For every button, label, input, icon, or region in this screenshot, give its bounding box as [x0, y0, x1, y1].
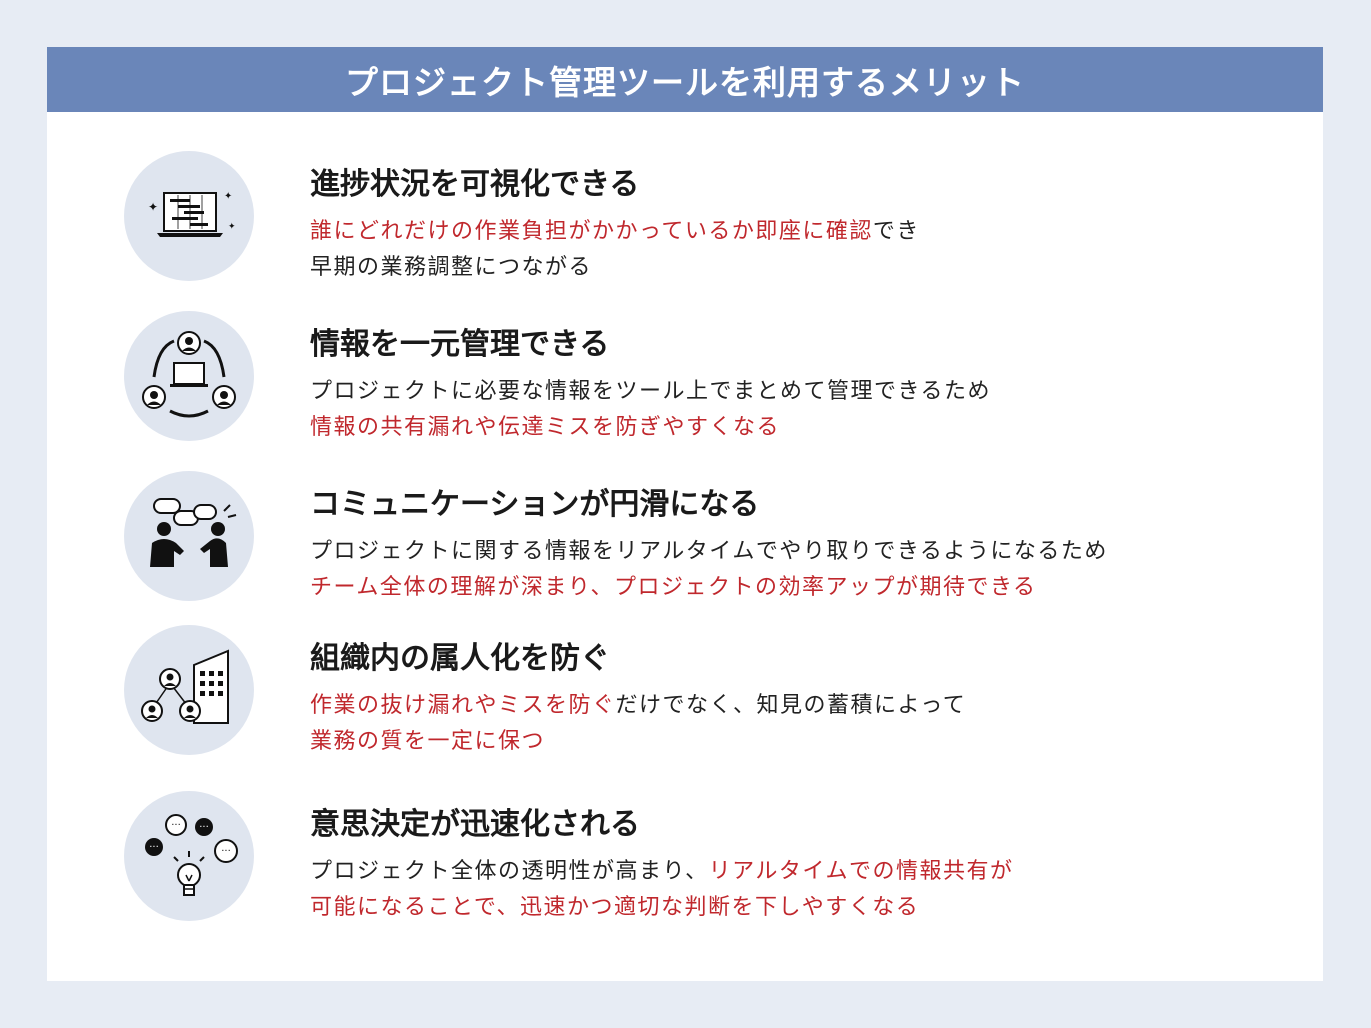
svg-text:✦: ✦ — [224, 191, 232, 202]
body-text: 早期の業務調整につながる — [310, 255, 593, 280]
benefit-item-prevent-siloing: 組織内の属人化を防ぐ 作業の抜け漏れやミスを防ぐだけでなく、知見の蓄積によって … — [47, 625, 1323, 765]
icon-circle — [124, 471, 254, 601]
benefit-description-line: 可能になることで、迅速かつ適切な判断を下しやすくなる — [310, 889, 919, 921]
svg-text:···: ··· — [221, 846, 231, 857]
organization-network-icon — [141, 649, 229, 724]
icon-circle — [124, 311, 254, 441]
idea-lightbulb-icon: ··· ··· ··· ··· — [145, 814, 238, 896]
page-title: プロジェクト管理ツールを利用するメリット — [47, 47, 1323, 112]
benefit-description-line: 業務の質を一定に保つ — [310, 723, 545, 755]
body-text: プロジェクト全体の透明性が高まり、 — [310, 859, 709, 884]
body-text: プロジェクトに関する情報をリアルタイムでやり取りできるようになるため — [310, 539, 1108, 564]
highlight-text: リアルタイムでの情報共有が — [708, 859, 1014, 884]
svg-text:✦: ✦ — [228, 222, 236, 232]
body-text: だけでなく、知見の蓄積によって — [615, 693, 967, 718]
benefit-item-smooth-communication: コミュニケーションが円滑になる プロジェクトに関する情報をリアルタイムでやり取り… — [47, 471, 1323, 611]
highlight-text: 業務の質を一定に保つ — [310, 729, 546, 754]
svg-text:···: ··· — [199, 822, 209, 833]
people-conversation-icon — [150, 498, 237, 567]
icon-circle: ✦ ✦ ✦ — [124, 151, 254, 281]
highlight-text: チーム全体の理解が深まり、プロジェクトの効率アップが期待できる — [310, 575, 1037, 600]
benefit-item-visualize-progress: ✦ ✦ ✦ 進捗状況を可視化できる 誰にどれだけの作業負担がかかっているか即座に… — [47, 151, 1323, 291]
shared-information-cycle-icon — [142, 331, 236, 418]
benefit-description-line: プロジェクト全体の透明性が高まり、リアルタイムでの情報共有が — [310, 853, 1013, 885]
benefit-title: 意思決定が迅速化される — [310, 807, 640, 842]
svg-text:···: ··· — [149, 842, 159, 853]
benefits-card: プロジェクト管理ツールを利用するメリット ✦ ✦ ✦ 進捗状況を可視化できる 誰… — [47, 47, 1323, 981]
benefit-item-faster-decisions: ··· ··· ··· ··· 意思決定が迅速化される プロジェクト全体の透明性… — [47, 791, 1323, 931]
laptop-gantt-chart-icon: ✦ ✦ ✦ — [148, 191, 236, 237]
icon-circle: ··· ··· ··· ··· — [124, 791, 254, 921]
benefit-description-line: プロジェクトに関する情報をリアルタイムでやり取りできるようになるため — [310, 533, 1108, 565]
benefit-title: コミュニケーションが円滑になる — [310, 487, 760, 522]
benefit-description-line: チーム全体の理解が深まり、プロジェクトの効率アップが期待できる — [310, 569, 1037, 601]
benefit-title: 情報を一元管理できる — [310, 327, 610, 362]
body-text: プロジェクトに必要な情報をツール上でまとめて管理できるため — [310, 379, 992, 404]
svg-text:✦: ✦ — [148, 200, 158, 214]
benefit-description-line: 早期の業務調整につながる — [310, 249, 592, 281]
benefit-description-line: 誰にどれだけの作業負担がかかっているか即座に確認でき — [310, 213, 920, 245]
benefit-description-line: 情報の共有漏れや伝達ミスを防ぎやすくなる — [310, 409, 780, 441]
benefit-title: 進捗状況を可視化できる — [310, 167, 640, 202]
benefit-description-line: プロジェクトに必要な情報をツール上でまとめて管理できるため — [310, 373, 991, 405]
svg-text:···: ··· — [171, 820, 181, 831]
body-text: でき — [872, 219, 920, 244]
highlight-text: 可能になることで、迅速かつ適切な判断を下しやすくなる — [310, 895, 920, 920]
benefit-title: 組織内の属人化を防ぐ — [310, 641, 610, 676]
highlight-text: 誰にどれだけの作業負担がかかっているか即座に確認 — [310, 219, 873, 244]
benefit-item-centralize-information: 情報を一元管理できる プロジェクトに必要な情報をツール上でまとめて管理できるため… — [47, 311, 1323, 451]
highlight-text: 情報の共有漏れや伝達ミスを防ぎやすくなる — [310, 415, 781, 440]
benefit-description-line: 作業の抜け漏れやミスを防ぐだけでなく、知見の蓄積によって — [310, 687, 966, 719]
highlight-text: 作業の抜け漏れやミスを防ぐ — [310, 693, 616, 718]
icon-circle — [124, 625, 254, 755]
